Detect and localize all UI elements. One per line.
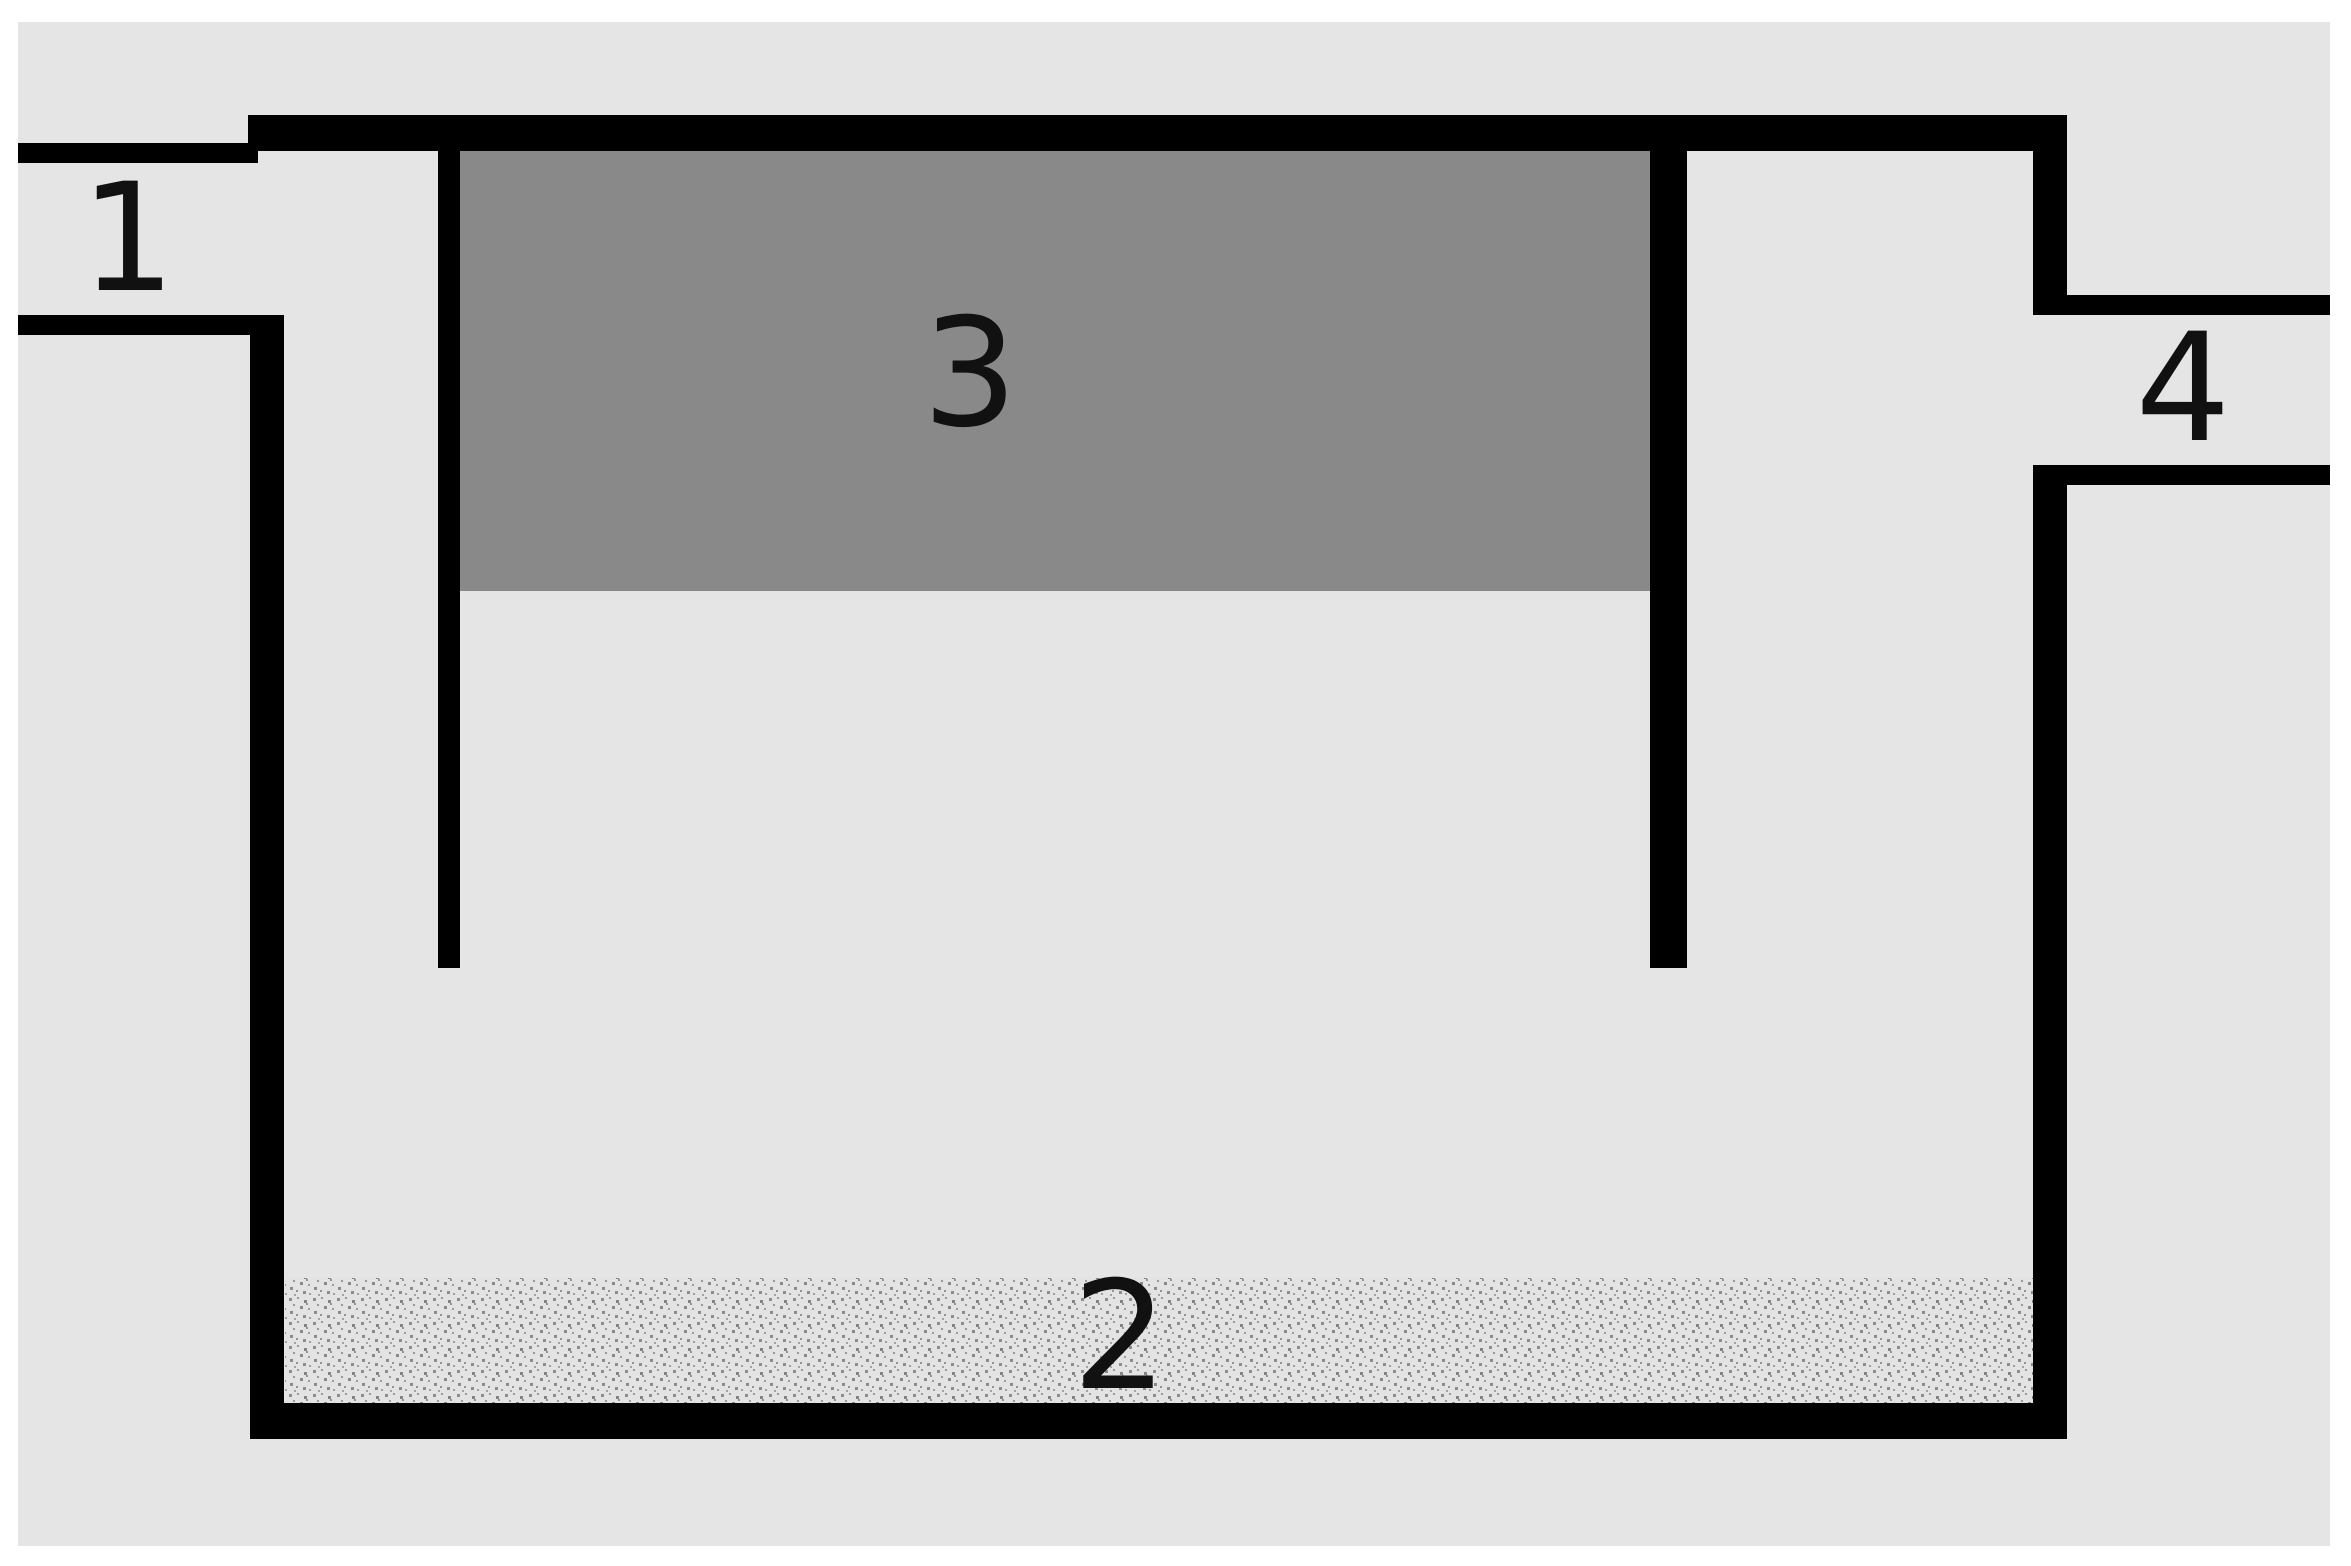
outlet-pipe-bottom-wall bbox=[2033, 465, 2330, 485]
sediment-label: 2 bbox=[1072, 1250, 1167, 1424]
baffle-right-wall bbox=[1650, 148, 1687, 968]
inlet-pipe-bottom-wall bbox=[18, 315, 283, 335]
tank-right-wall-lower bbox=[2033, 468, 2067, 1439]
inlet-pipe-top-wall bbox=[18, 143, 258, 163]
tank-left-wall bbox=[250, 315, 284, 1439]
insert-label: 3 bbox=[922, 287, 1017, 461]
outlet-pipe-top-wall bbox=[2033, 295, 2330, 315]
outlet-label: 4 bbox=[2135, 302, 2230, 476]
inlet-label: 1 bbox=[80, 152, 175, 326]
tank-bottom-wall bbox=[250, 1403, 2066, 1439]
tank-right-wall-upper bbox=[2033, 115, 2067, 315]
tank-top-wall bbox=[248, 115, 2066, 151]
sediment-layer bbox=[285, 1278, 2033, 1403]
tank-walls bbox=[18, 115, 2330, 1439]
insert-block bbox=[460, 148, 1650, 591]
baffle-left-wall bbox=[438, 148, 460, 968]
